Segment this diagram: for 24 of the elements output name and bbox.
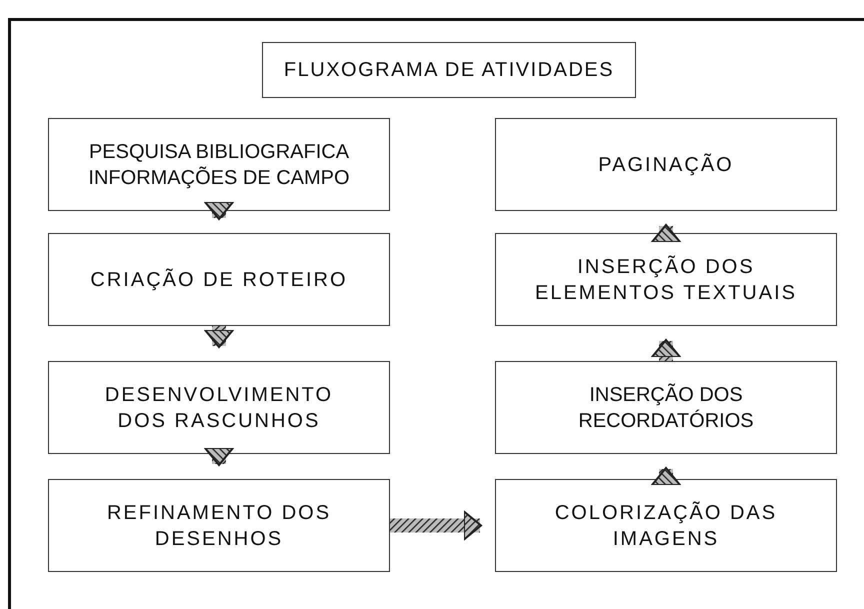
box-label: DESENVOLVIMENTO DOS RASCUNHOS: [104, 382, 334, 434]
box-label: PESQUISA BIBLIOGRAFICA INFORMAÇÕES DE CAMPO: [87, 140, 351, 190]
box-label: INSERÇÃO DOS ELEMENTOS TEXTUAIS: [534, 254, 798, 306]
box-label: CRIAÇÃO DE ROTEIRO: [90, 268, 348, 292]
block-arrow: [651, 467, 681, 486]
box-label: COLORIZAÇÃO DAS IMAGENS: [554, 500, 778, 552]
block-arrow: [204, 447, 234, 466]
process-box: [495, 361, 837, 454]
box-label: PAGINAÇÃO: [598, 152, 734, 178]
process-box: [495, 118, 837, 211]
process-box: [48, 118, 390, 211]
block-arrow: [204, 326, 234, 348]
process-box: [495, 479, 837, 572]
block-arrow: [204, 201, 234, 220]
box-label: REFINAMENTO DOS DESENHOS: [106, 500, 332, 552]
process-box: [48, 361, 390, 454]
process-box: [48, 233, 390, 326]
block-arrow: [390, 510, 482, 540]
process-box: [48, 479, 390, 572]
title-box: FLUXOGRAMA DE ATIVIDADES: [262, 42, 636, 98]
box-label: INSERÇÃO DOS RECORDATÓRIOS: [577, 382, 755, 434]
process-box: [495, 233, 837, 326]
block-arrow: [651, 224, 681, 243]
block-arrow: [651, 339, 681, 361]
